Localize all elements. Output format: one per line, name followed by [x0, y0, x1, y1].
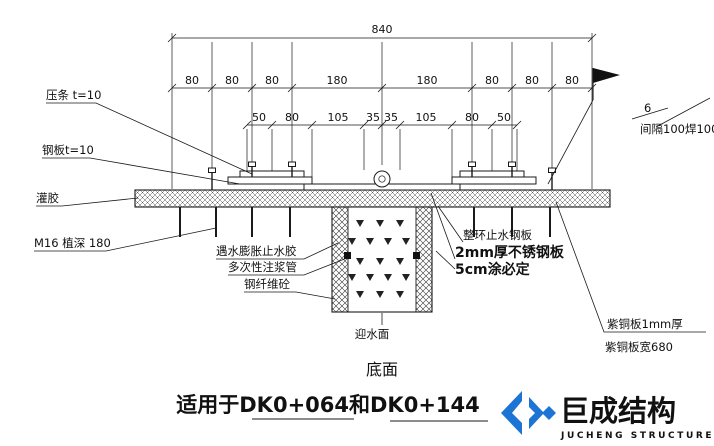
anchor-label: M16 植深 180: [34, 236, 111, 250]
bolt-head: [508, 161, 516, 167]
water-face-label: 迎水面: [355, 327, 390, 341]
weld-note-label: 间隔100焊100: [640, 122, 714, 136]
dim-row3-label: 105: [416, 111, 437, 124]
copper-plate-width-label: 紫铜板宽680: [605, 340, 673, 354]
footer: 底面 适用于DK0+064和DK0+144: [176, 360, 488, 422]
leader-lines: [34, 102, 706, 333]
joint-block: [331, 206, 433, 313]
stainless-plate-label: 2mm厚不锈钢板: [455, 244, 565, 261]
grout-glue-label: 灌胶: [36, 191, 59, 205]
dim-row2-label: 80: [565, 74, 579, 87]
grout-pipe-right: [413, 252, 420, 259]
right-pressure-plate: [451, 176, 537, 185]
dim-row2-label: 180: [327, 74, 348, 87]
bolt-head: [208, 167, 216, 173]
anchor-bolts: [179, 207, 551, 237]
dim-row2-label: 180: [417, 74, 438, 87]
logo-icon: [501, 391, 522, 435]
weld-annotation: 6 间隔100焊100: [631, 97, 714, 136]
ring-waterstop-plate-label: 整环止水钢板: [463, 228, 532, 242]
dim-row3-label: 35: [366, 111, 380, 124]
dim-row3-label: 50: [497, 111, 511, 124]
dim-line-row3: [242, 120, 522, 130]
weld-size-label: 6: [644, 101, 651, 115]
plate-assembly: [208, 161, 556, 191]
right-top-strip: [459, 170, 525, 178]
plate-bolts: [211, 166, 553, 190]
bolt-head: [468, 161, 476, 167]
waterstop-bulb-inner: [378, 175, 386, 183]
dim-row3-label: 105: [328, 111, 349, 124]
waterstop-bulb: [373, 170, 391, 188]
left-top-strip: [239, 170, 305, 178]
dim-line-total: [167, 33, 597, 43]
logo-subtitle: JUCHENG STRUCTURE: [560, 431, 714, 441]
concrete-slab: [134, 189, 611, 208]
dim-row3-label: 80: [465, 111, 479, 124]
dim-row-total: 840: [167, 23, 597, 43]
flag: [593, 68, 620, 83]
logo-name: 巨成结构: [560, 394, 676, 428]
dim-row-2: 80 80 80 180 180 80 80 80: [167, 74, 597, 93]
slab-hatch: [134, 189, 611, 208]
dim-row3-label: 80: [285, 111, 299, 124]
dim-row2-label: 80: [525, 74, 539, 87]
dim-row2-label: 80: [185, 74, 199, 87]
left-pressure-plate: [227, 176, 313, 185]
logo-icon: [529, 397, 544, 429]
dim-line-row2: [167, 83, 597, 93]
drawing-title: 底面: [366, 360, 398, 379]
jucheng-logo: 巨成结构 JUCHENG STRUCTURE: [501, 391, 714, 441]
steel-fiber-concrete-label: 钢纤维砼: [244, 277, 290, 291]
pressure-strip-label: 压条 t=10: [46, 88, 101, 102]
drawing-subtitle: 适用于DK0+064和DK0+144: [176, 393, 480, 417]
swelling-waterstop-label: 遇水膨胀止水胶: [216, 244, 297, 258]
grout-pipe-label: 多次性注浆管: [228, 260, 297, 274]
weld-leader: [631, 97, 711, 128]
flag-symbol: [547, 68, 620, 185]
copper-plate-thick-label: 紫铜板1mm厚: [607, 317, 683, 331]
dim-row2-label: 80: [265, 74, 279, 87]
dim-row3-label: 35: [384, 111, 398, 124]
extension-lines: [171, 33, 593, 189]
coating-label: 5cm涂必定: [455, 261, 530, 278]
joint-right-strip: [415, 206, 433, 313]
bolt-head: [248, 161, 256, 167]
subtitle-underline: [252, 418, 488, 422]
bolt-head: [288, 161, 296, 167]
sealant-triangles: [348, 220, 410, 298]
steel-plate-label: 钢板t=10: [42, 143, 94, 157]
dim-row3-label: 50: [252, 111, 266, 124]
logo-icon: [542, 406, 556, 420]
dim-row-3: 50 80 105 35 35 105 80 50: [242, 111, 522, 130]
dim-total-label: 840: [372, 23, 393, 36]
flag-leader: [547, 99, 594, 185]
dim-row2-label: 80: [485, 74, 499, 87]
grout-pipe-left: [344, 252, 351, 259]
dim-row2-label: 80: [225, 74, 239, 87]
joint-left-strip: [331, 206, 349, 313]
